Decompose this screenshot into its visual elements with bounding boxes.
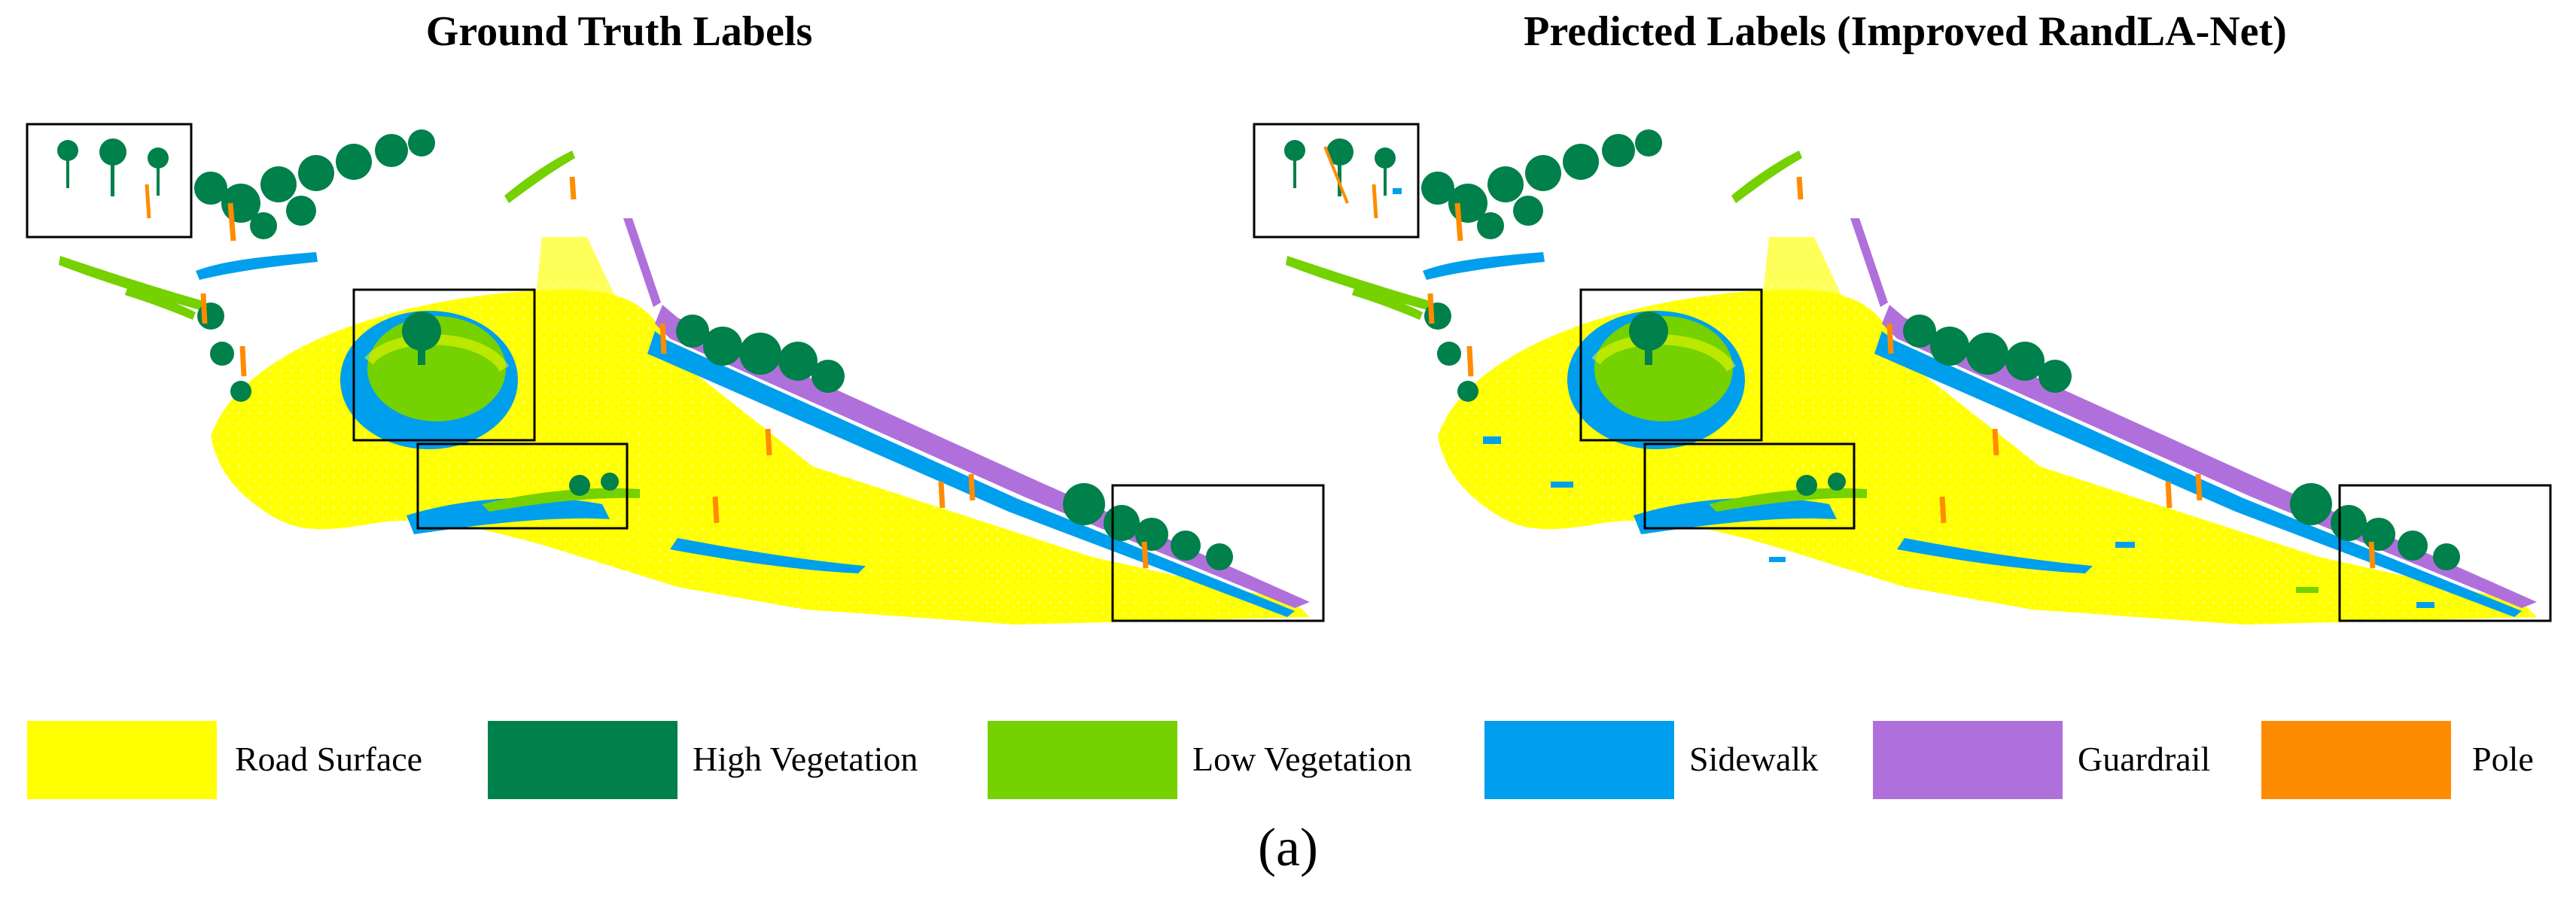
highlight-boxes <box>26 123 1325 622</box>
legend-label-guardrail: Guardrail <box>2078 740 2211 778</box>
legend-swatch-guardrail <box>1873 721 2063 799</box>
figure-caption: (a) <box>1258 817 1318 877</box>
legend-label-road-surface: Road Surface <box>235 740 423 778</box>
predicted-title: Predicted Labels (Improved RandLA-Net) <box>1524 8 2287 55</box>
legend-swatch-low-vegetation <box>988 721 1177 799</box>
legend-swatch-road-surface <box>27 721 217 799</box>
highlight-box-roundabout <box>1579 288 1763 442</box>
ground-truth-point-cloud <box>26 123 1332 632</box>
upper-low-vegetation <box>1731 150 1802 203</box>
legend-label-high-vegetation: High Vegetation <box>693 740 918 778</box>
box-tree-samples <box>1284 138 1402 219</box>
left-sidewalk <box>1423 252 1545 280</box>
highlight-box-road-end <box>2338 484 2552 622</box>
lower-sidewalk <box>1634 497 1837 534</box>
lower-sidewalk-2 <box>1897 538 2093 573</box>
guardrail-upper <box>1850 218 1888 307</box>
pole-markers <box>200 176 1149 569</box>
guardrail-upper <box>623 218 661 307</box>
prediction-noise <box>1483 436 2434 608</box>
predicted-point-cloud <box>1253 123 2559 632</box>
upper-low-vegetation <box>504 150 575 203</box>
ground-truth-title: Ground Truth Labels <box>425 8 813 55</box>
legend-swatch-sidewalk <box>1484 721 1674 799</box>
lower-low-vegetation <box>1709 488 1867 512</box>
pole-markers <box>1427 176 2376 569</box>
highlight-boxes <box>1253 123 2552 622</box>
highlight-box-roundabout <box>352 288 536 442</box>
highlight-box-trees <box>26 123 193 239</box>
legend-label-low-vegetation: Low Vegetation <box>1192 740 1412 778</box>
left-sidewalk <box>196 252 318 280</box>
lower-sidewalk-2 <box>670 538 866 573</box>
highlight-box-lower-sidewalk <box>416 442 629 530</box>
legend-label-sidewalk: Sidewalk <box>1689 740 1819 778</box>
highlight-box-trees <box>1253 123 1420 239</box>
class-legend: Road Surface High Vegetation Low Vegetat… <box>27 721 2556 799</box>
sidewalk-strip <box>647 331 1295 617</box>
legend-swatch-pole <box>2261 721 2451 799</box>
highlight-box-road-end <box>1111 484 1325 622</box>
legend-swatch-high-vegetation <box>488 721 677 799</box>
legend-label-pole: Pole <box>2472 740 2534 778</box>
left-low-vegetation <box>59 256 203 310</box>
lower-sidewalk <box>406 497 610 534</box>
box-tree-samples <box>57 138 169 219</box>
left-low-vegetation-2 <box>1352 286 1423 320</box>
sidewalk-strip <box>1874 331 2522 617</box>
lower-low-vegetation <box>482 488 640 512</box>
left-low-vegetation-2 <box>125 286 196 320</box>
highlight-box-lower-sidewalk <box>1643 442 1856 530</box>
left-low-vegetation <box>1286 256 1430 310</box>
